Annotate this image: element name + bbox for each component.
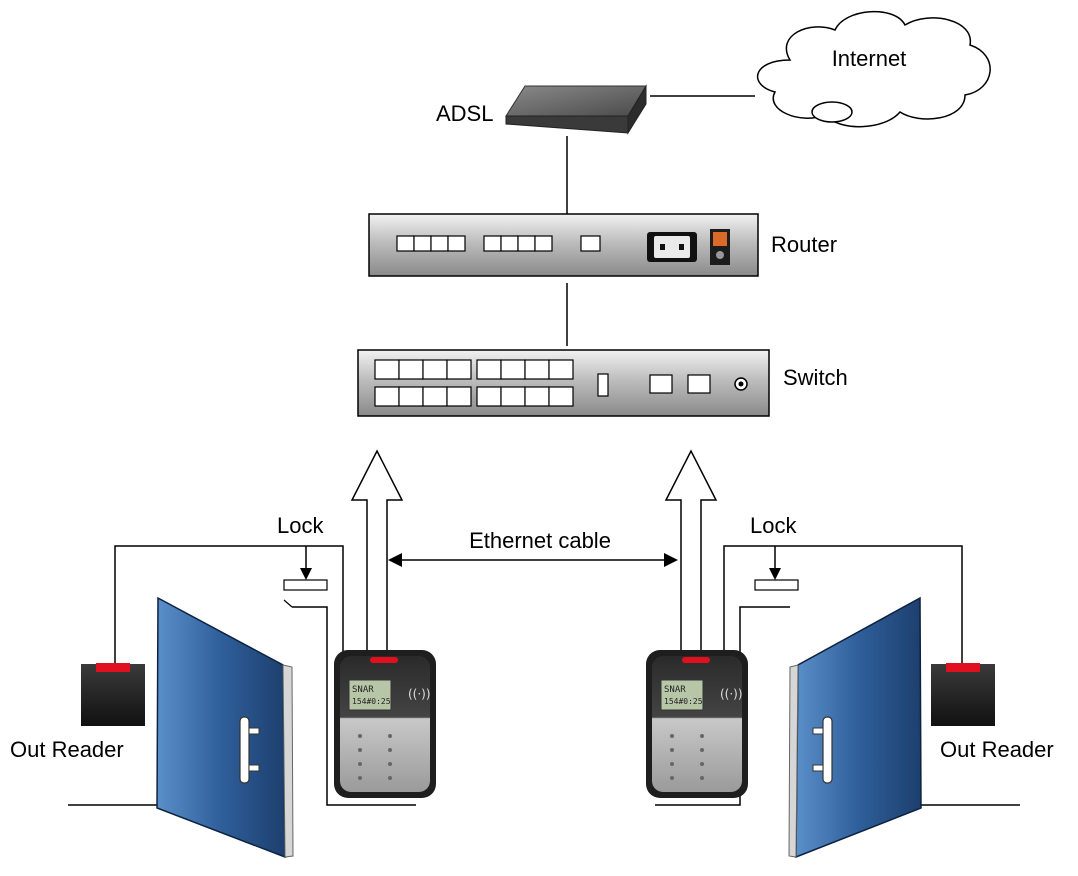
power-socket-icon (647, 232, 697, 262)
out-reader-left: Out Reader (10, 663, 145, 762)
door-left (156, 596, 294, 859)
router-ports (396, 235, 601, 252)
access-terminal-left: SNAR 154#0:25 ((·)) (334, 650, 436, 798)
out-reader-label-right: Out Reader (940, 737, 1054, 762)
router-label: Router (771, 232, 837, 257)
keypad-right (670, 734, 704, 780)
lock-left (283, 579, 328, 591)
internet-label: Internet (832, 46, 907, 71)
keypad-left (358, 734, 392, 780)
adsl-modem: ADSL (436, 84, 647, 135)
right-wiring: Lock (723, 513, 963, 665)
out-reader-label-left: Out Reader (10, 737, 124, 762)
door-frame-left (68, 599, 416, 806)
lock-label-right: Lock (750, 513, 797, 538)
rfid-icon-left: ((·)) (408, 687, 431, 701)
terminal-screen-line1-right: SNAR (664, 685, 686, 695)
access-terminal-right: SNAR 154#0:25 ((·)) (646, 650, 748, 798)
terminal-screen-line2-left: 154#0:25 (352, 697, 391, 706)
internet-cloud: Internet (756, 11, 991, 128)
router: Router (368, 213, 837, 277)
out-reader-right: Out Reader (931, 663, 1054, 762)
switch-ports (374, 359, 711, 407)
uplink-arrow-left (350, 449, 404, 666)
uplink-arrow-right (664, 449, 718, 666)
lock-label-left: Lock (277, 513, 324, 538)
door-handle-right (822, 716, 833, 784)
door-right (788, 596, 922, 859)
lock-right (754, 579, 799, 591)
adsl-label: ADSL (436, 101, 493, 126)
terminal-screen-line2-right: 154#0:25 (664, 697, 703, 706)
power-switch-icon (710, 229, 730, 265)
door-handle-left (239, 716, 250, 784)
rfid-icon-right: ((·)) (720, 687, 743, 701)
switch-label: Switch (783, 365, 848, 390)
terminal-screen-line1-left: SNAR (352, 685, 374, 695)
left-wiring: Lock (114, 513, 344, 665)
ethernet-cable-label: Ethernet cable (469, 528, 611, 553)
switch: Switch (357, 349, 848, 417)
ethernet-cable-arrow: Ethernet cable (388, 528, 678, 567)
